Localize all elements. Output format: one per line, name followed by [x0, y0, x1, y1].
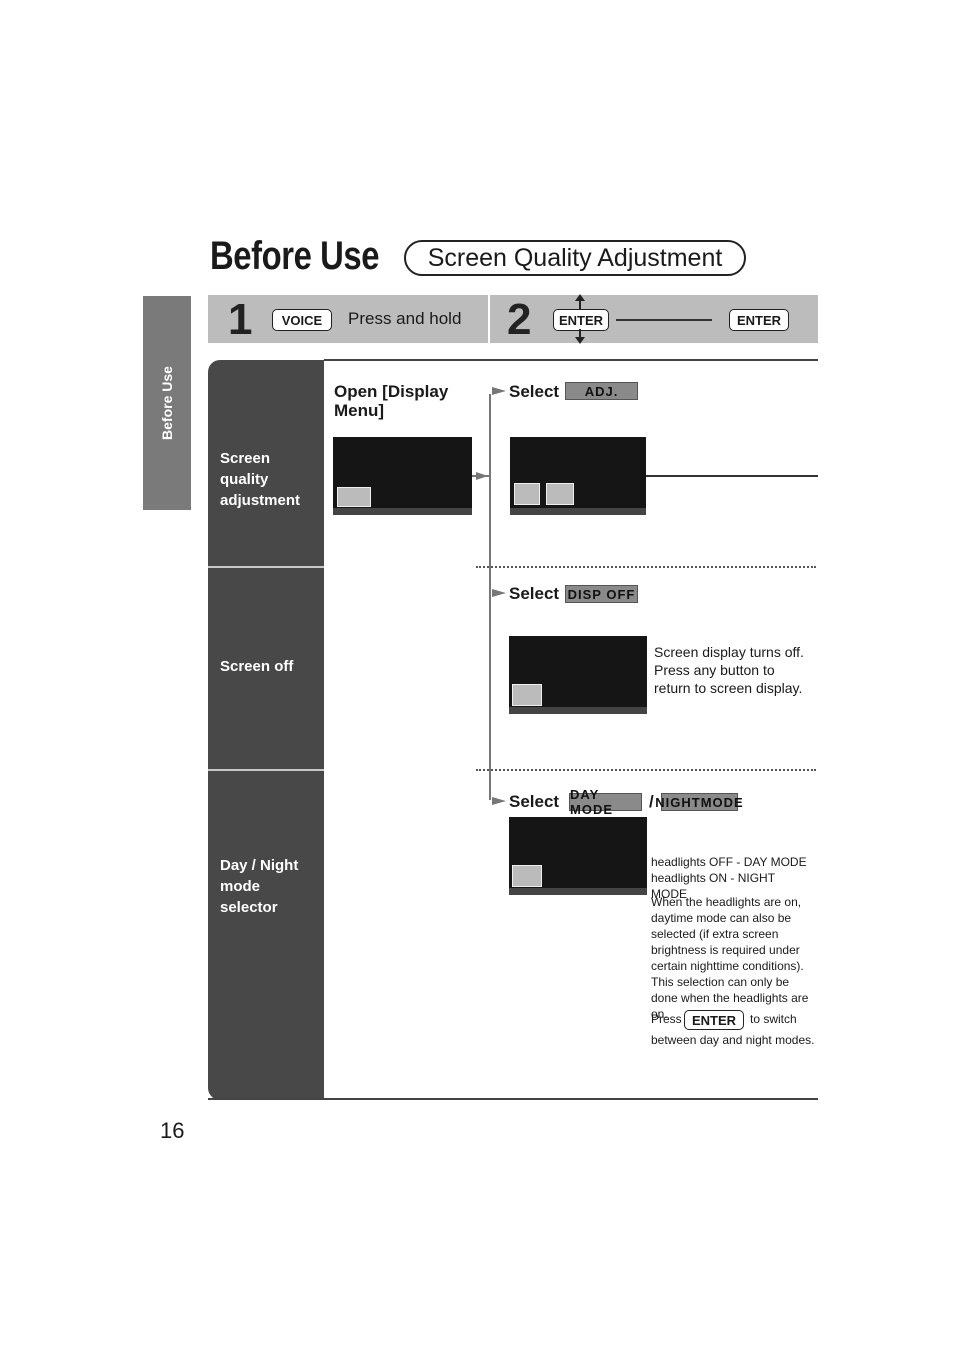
- adj-continue-line: [646, 475, 818, 477]
- section-title: Screen Quality Adjustment: [404, 240, 746, 276]
- dotted-divider: [476, 769, 816, 771]
- arrow-right-icon: [492, 387, 506, 395]
- select-label: Select: [509, 382, 560, 401]
- page-title: Before Use: [210, 234, 380, 278]
- step-1-number: 1: [228, 295, 253, 344]
- switch-text-2: between day and night modes.: [651, 1033, 815, 1047]
- disp-off-note: Screen display turns off. Press any butt…: [654, 644, 804, 696]
- page-number: 16: [160, 1118, 185, 1143]
- open-display-menu-label: Open [Display Menu]: [334, 382, 449, 420]
- press-word: Press: [651, 1012, 682, 1026]
- switch-text: to switch: [750, 1012, 797, 1026]
- row-divider: [208, 769, 324, 771]
- day-mode-button-graphic: DAY MODE: [569, 787, 642, 817]
- disp-off-screenshot: [509, 636, 647, 714]
- side-tab: Before Use: [143, 296, 191, 510]
- row-divider: [208, 566, 324, 568]
- night-mode-button-graphic: NIGHTMODE: [655, 793, 744, 811]
- side-tab-label: Before Use: [159, 366, 176, 440]
- day-night-screenshot: [509, 817, 647, 895]
- voice-key: VOICE: [272, 309, 332, 331]
- step-2-number: 2: [507, 295, 532, 344]
- row-label-screen-quality: Screen quality adjustment: [220, 450, 301, 509]
- step-2-connector: [616, 319, 712, 321]
- night-mode-note: headlights ON - NIGHT MODE: [651, 871, 775, 901]
- adj-screenshot: [510, 437, 646, 515]
- day-mode-note: headlights OFF - DAY MODE: [651, 855, 807, 869]
- arrow-right-icon: [492, 589, 506, 597]
- step-1-text: Press and hold: [348, 309, 462, 328]
- arrow-right-icon: [492, 797, 506, 805]
- up-down-arrow-icon: [575, 294, 585, 344]
- adj-button-graphic: ADJ.: [565, 382, 638, 400]
- enter-key-to: ENTER: [729, 309, 789, 331]
- row-labels-column: [208, 360, 324, 1100]
- steps-divider: [488, 295, 490, 343]
- disp-off-button-graphic: DISP OFF: [565, 585, 638, 603]
- arrow-right-icon: [476, 472, 488, 480]
- row-label-day-night: Day / Night mode selector: [220, 857, 299, 916]
- select-label: Select: [509, 792, 560, 811]
- row-label-screen-off: Screen off: [220, 658, 294, 675]
- frame-top-line: [324, 359, 818, 361]
- dotted-divider: [476, 566, 816, 568]
- display-menu-screenshot: [333, 437, 472, 515]
- frame-bottom-line: [208, 1098, 818, 1100]
- select-label: Select: [509, 584, 560, 603]
- enter-key-inline: ENTER: [684, 1010, 744, 1030]
- daytime-mode-note: When the headlights are on, daytime mode…: [651, 895, 809, 1021]
- slash: /: [649, 792, 654, 811]
